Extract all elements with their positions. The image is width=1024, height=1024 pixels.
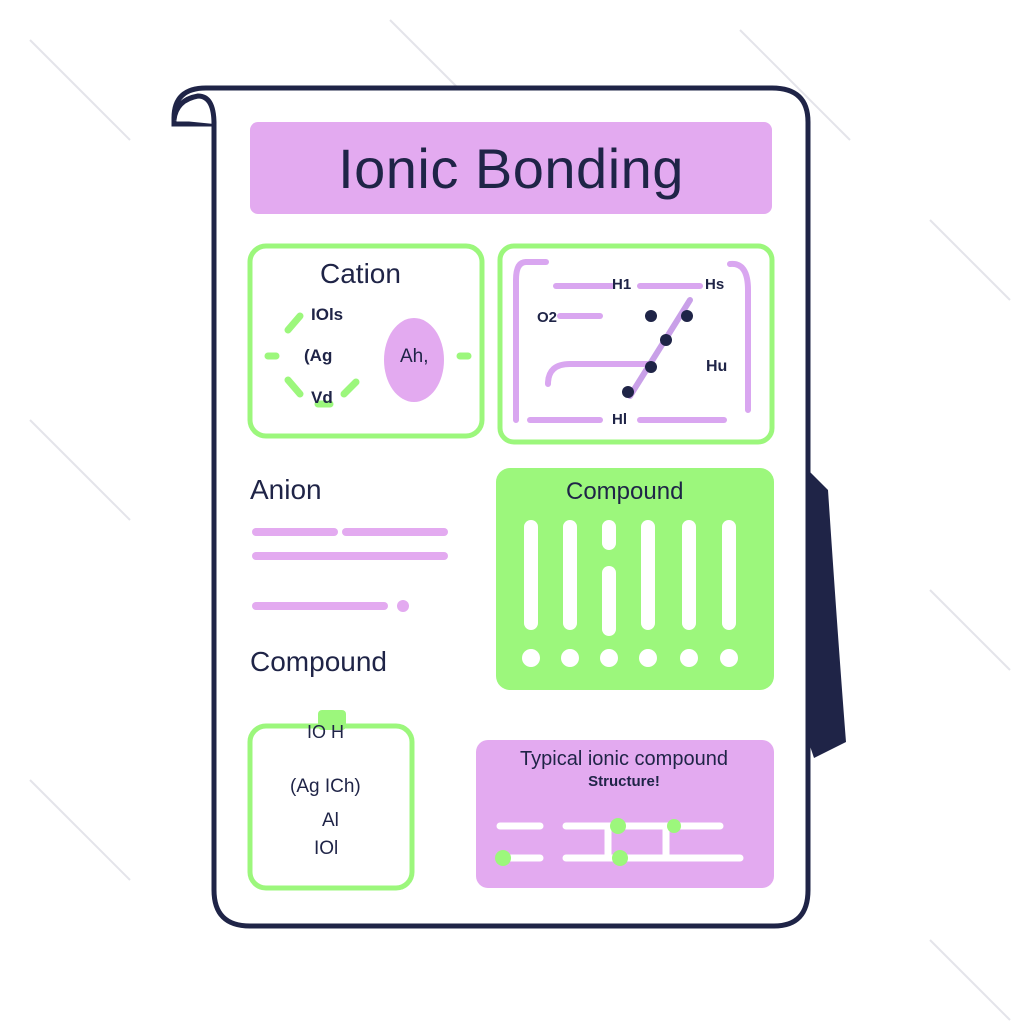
cation-ion: [384, 318, 444, 402]
cation-center-label: Ah,: [400, 346, 429, 367]
structure-subtitle: Structure!: [588, 773, 660, 790]
reaction-label: Hs: [705, 276, 725, 293]
watermark-lines: [29, 19, 1011, 1021]
cation-panel: [247, 243, 485, 439]
cation-ring: [264, 312, 472, 408]
reaction-paths: [513, 259, 751, 423]
page-back: [808, 470, 846, 758]
anion-dot: [397, 600, 409, 612]
structure-title: Typical ionic compound: [520, 748, 728, 770]
structure-panel: [476, 740, 774, 888]
formula-b: IOl: [314, 838, 339, 859]
reaction-label: Hu: [706, 358, 728, 375]
structure-nodes: [495, 818, 681, 866]
formula-top: IO H: [307, 722, 345, 742]
page-curl: [171, 93, 217, 125]
cation-heading: Cation: [320, 258, 401, 289]
anion-heading: Anion: [250, 474, 322, 505]
formula-a: Al: [322, 810, 339, 831]
reaction-panel: [497, 243, 775, 445]
anion-bars: [252, 528, 448, 610]
compound-lattice-heading: Compound: [566, 478, 684, 505]
reaction-label: O2: [537, 309, 558, 326]
formula-mid: (Ag ICh): [290, 776, 361, 797]
cation-ion-label: IOls: [311, 305, 344, 324]
reaction-label: H1: [612, 276, 632, 293]
page-title: Ionic Bonding: [250, 122, 772, 214]
formula-tab: [318, 710, 346, 730]
reaction-label: Hl: [612, 411, 627, 428]
compound-heading: Compound: [250, 646, 387, 677]
cation-ion-label: (Ag: [304, 346, 333, 365]
reaction-atoms: [622, 310, 693, 398]
cation-ion-label: Vd: [311, 388, 333, 407]
lattice-columns: [522, 520, 738, 667]
